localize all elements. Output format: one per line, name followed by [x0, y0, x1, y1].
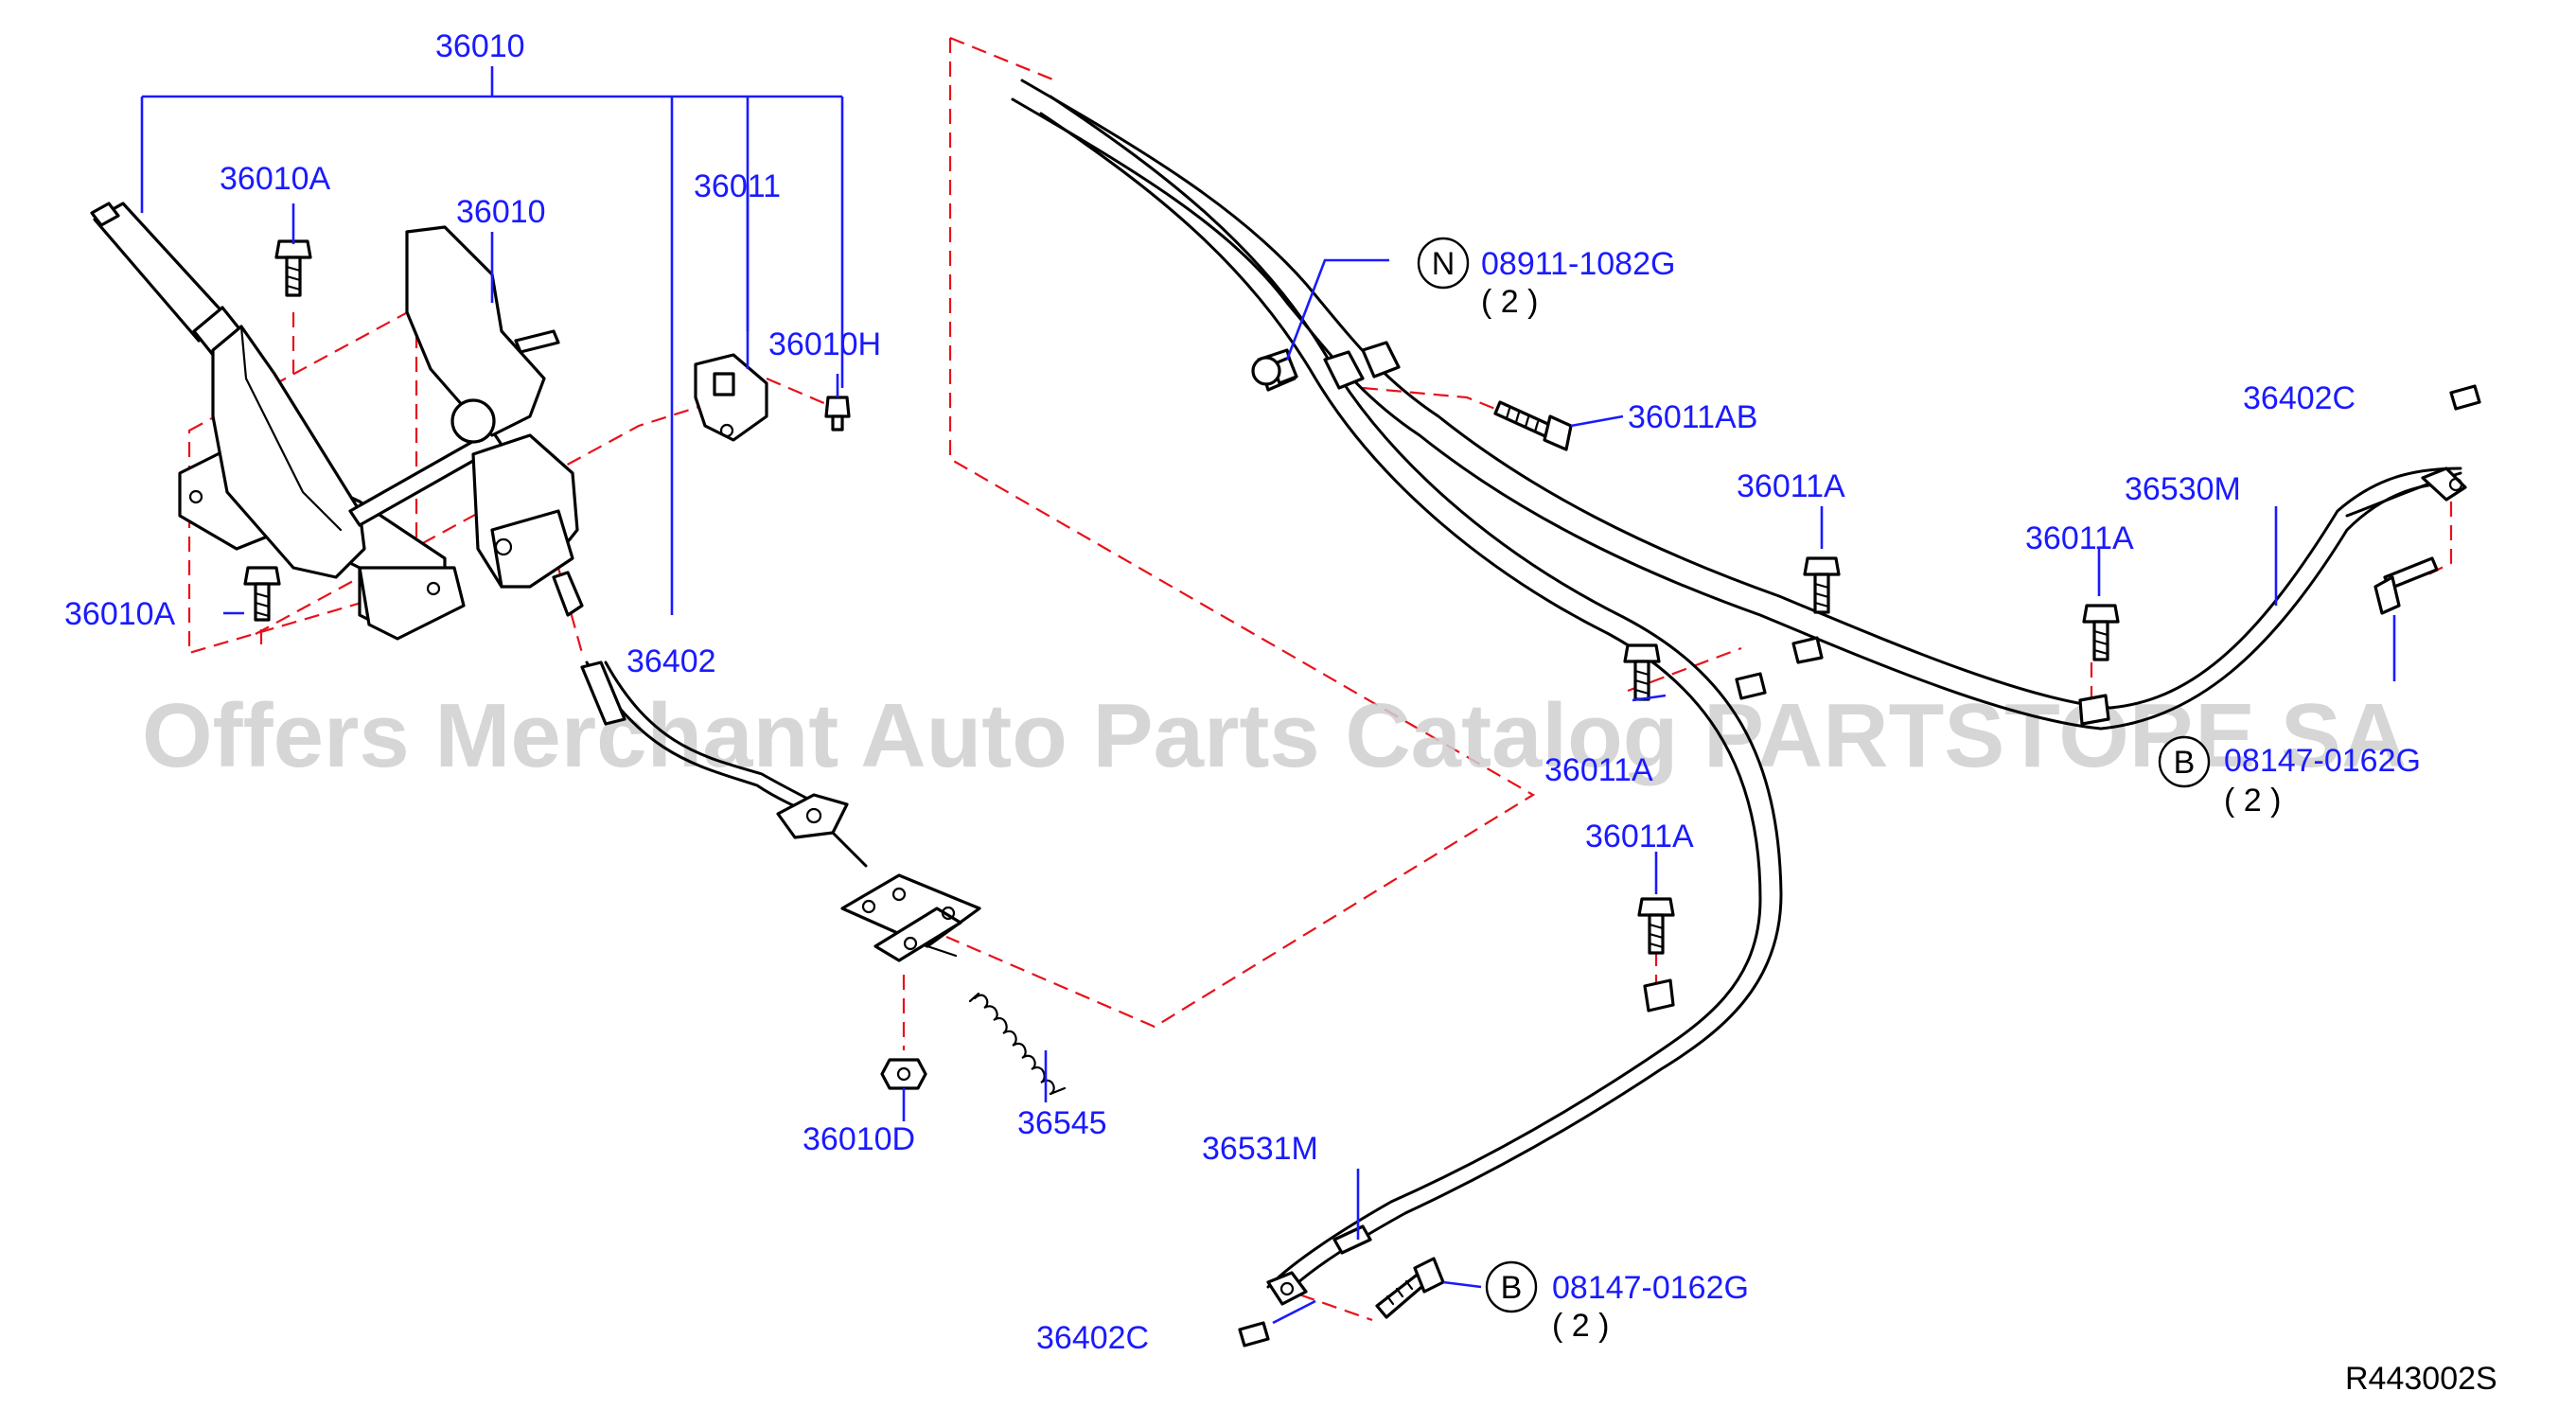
label-36011A-4: 36011A: [1585, 819, 1694, 854]
label-36402C-top: 36402C: [2243, 380, 2355, 416]
cable-clip: [1643, 978, 1675, 1013]
screw-36010H: [824, 396, 851, 432]
label-36011A-3: 36011A: [1544, 752, 1653, 788]
bolt-36010A-bottom: [243, 566, 281, 622]
bolt-36011A-a: [1803, 556, 1841, 614]
label-36011A-1: 36011A: [1737, 468, 1845, 504]
label-36011A-2: 36011A: [2025, 520, 2134, 556]
pivot-boss: [450, 398, 496, 444]
mount-hole: [188, 489, 203, 504]
callout-part-number: 08911-1082G: [1481, 246, 1675, 282]
label-36010-bracket: 36010: [456, 194, 546, 230]
callout-circle: [1485, 1260, 1538, 1313]
rear-housing-box: [490, 509, 574, 589]
cable-clip: [1791, 636, 1824, 664]
lever-grip-tip: [90, 202, 120, 227]
callout-mark: B: [2174, 745, 2196, 781]
cable-boot: [552, 571, 584, 617]
bolt-36011A-c: [1623, 643, 1661, 701]
cable-end-fitting-right: [2421, 467, 2467, 502]
bolt-36011A-d: [1637, 897, 1675, 955]
watermark-text: Offers Merchant Auto Parts Catalog PARTS…: [142, 685, 2407, 786]
callout-part-number: 08147-0162G: [1552, 1270, 1749, 1306]
lever-bracket: [405, 225, 546, 437]
label-36010A-top: 36010A: [220, 161, 331, 197]
callout-mark: N: [1432, 246, 1456, 282]
dashed-36011-to-screw: [766, 377, 834, 409]
dashed-bottom-end: [1277, 1285, 1373, 1322]
rear-cable-upper-a: [1011, 97, 2462, 731]
bolt-08147-0162G-right: [2373, 556, 2439, 615]
bolt-36011AB: [1493, 400, 1573, 451]
part-labels: 36010 36010A 36010 36011 36010H 36010A 3…: [64, 28, 2355, 1356]
callout-mark: B: [1501, 1270, 1523, 1306]
dashed-lever-frame: [187, 306, 418, 655]
label-36545: 36545: [1017, 1105, 1107, 1141]
pin-36402C-top: [2449, 384, 2481, 411]
bracket-stud: [514, 329, 560, 354]
label-36010-assy: 36010: [435, 28, 525, 64]
rear-cable-upper-b: [1020, 79, 2462, 710]
end-hole: [2448, 477, 2463, 492]
cable-clip: [2078, 694, 2110, 726]
bolt-36011A-b: [2082, 604, 2120, 661]
lever-body-edge: [239, 325, 343, 532]
callout-circle: [2158, 735, 2211, 788]
label-36011AB: 36011AB: [1628, 399, 1757, 435]
spring-36545: [968, 992, 1067, 1096]
label-36010H: 36010H: [768, 326, 881, 362]
dashed-big-frame: [945, 36, 1536, 1029]
hand-brake-lever-assembly: [90, 202, 584, 641]
dashed-right-bolt-1: [1627, 646, 1742, 693]
bolt-08911-1082G: [1251, 356, 1298, 386]
cable-clip: [1735, 672, 1767, 700]
callout-N-08911-1082G: N 08911-1082G ( 2 ): [1417, 237, 1675, 320]
label-36010A-bottom: 36010A: [64, 596, 176, 632]
callout-B-08147-0162G-bottom: B 08147-0162G ( 2 ): [1485, 1260, 1749, 1344]
front-cable-36402: [580, 660, 981, 962]
bolt-08147-0162G-bottom: [1375, 1257, 1445, 1319]
nut-36010D: [880, 1058, 927, 1090]
mount-hole: [426, 581, 441, 596]
callout-circle: [1417, 237, 1470, 290]
label-36402: 36402: [626, 643, 716, 679]
pin-36402C-bottom: [1238, 1321, 1270, 1347]
leader-lines: [140, 66, 2396, 1325]
label-36530M: 36530M: [2125, 471, 2241, 507]
cable-clip: [1361, 341, 1401, 379]
end-hole: [1279, 1281, 1295, 1296]
assembly-dashed-lines: [187, 36, 2453, 1322]
label-36010D: 36010D: [803, 1121, 915, 1157]
callout-B-08147-0162G-right: B 08147-0162G ( 2 ): [2158, 735, 2421, 819]
cable-collar-bottom: [1332, 1224, 1372, 1255]
label-36402C-bottom: 36402C: [1036, 1320, 1149, 1356]
callout-part-number: 08147-0162G: [2224, 743, 2421, 779]
rear-cable-lower-b: [1049, 95, 1783, 1295]
cable-clip: [1323, 350, 1365, 390]
rear-cable-lower-a: [1039, 112, 1762, 1289]
callout-quantity: ( 2 ): [2224, 783, 2281, 819]
lever-mount-foot: [358, 566, 466, 641]
label-36011: 36011: [694, 168, 781, 204]
dashed-N-bolt: [1362, 386, 1515, 418]
callout-quantity: ( 2 ): [1552, 1308, 1609, 1344]
label-36531M: 36531M: [1202, 1131, 1318, 1167]
part-36011-switch: [694, 353, 768, 442]
bolt-36010A-top: [274, 239, 312, 297]
diagram-code: R443002S: [2345, 1361, 2497, 1397]
housing-hole: [494, 537, 513, 556]
callout-quantity: ( 2 ): [1481, 284, 1538, 320]
cable-end-fitting-bottom: [1266, 1271, 1308, 1306]
